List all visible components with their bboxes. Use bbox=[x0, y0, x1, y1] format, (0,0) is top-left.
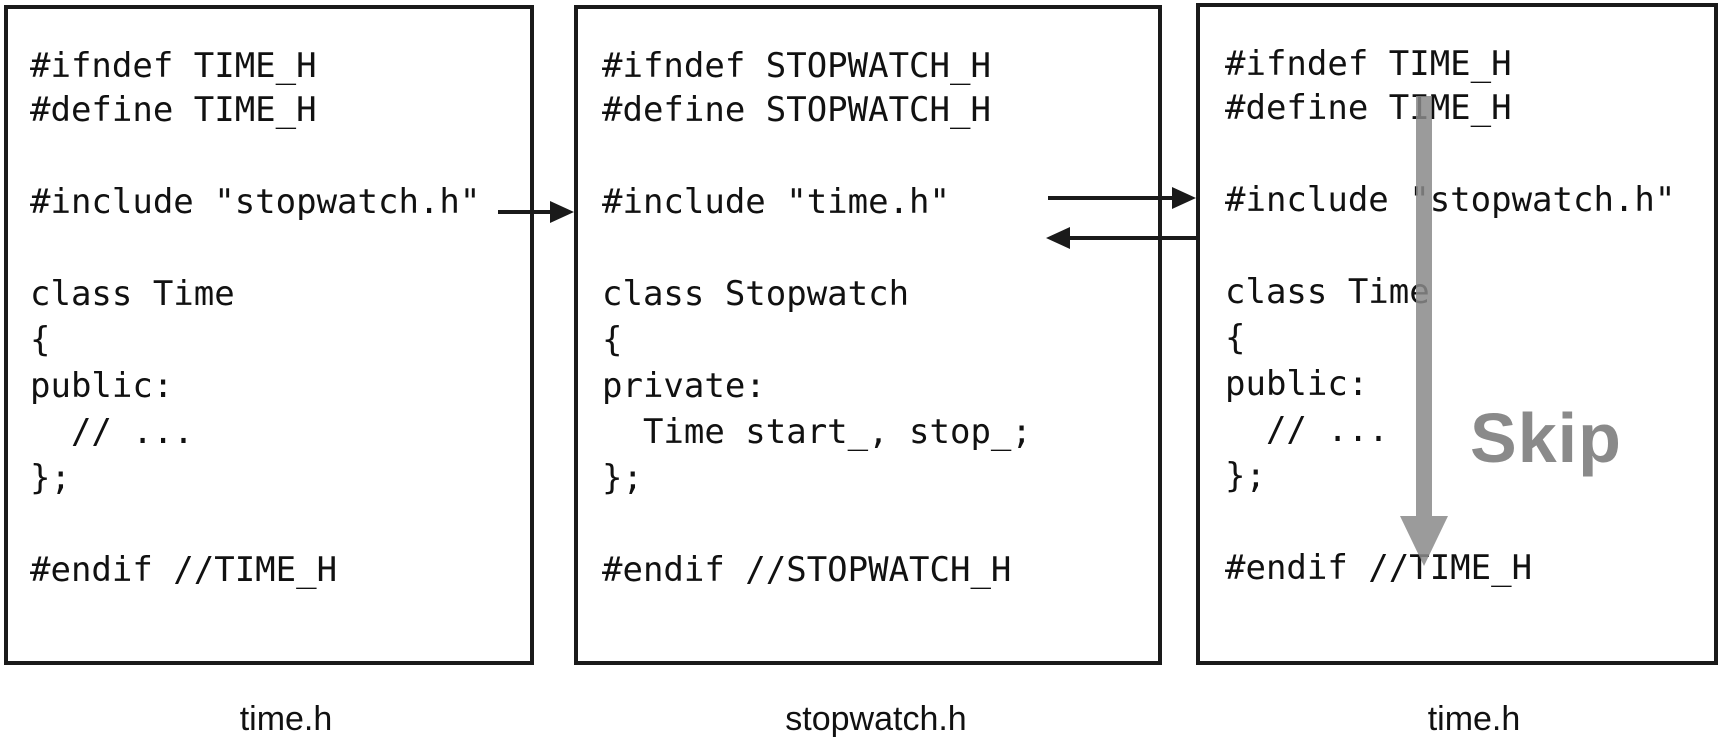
code-line: #ifndef TIME_H bbox=[30, 46, 317, 86]
code-line: class Stopwatch bbox=[602, 274, 910, 314]
code-line: class Time bbox=[1225, 272, 1430, 312]
code-line: #include "stopwatch.h" bbox=[1225, 180, 1676, 220]
code-line: // ... bbox=[1225, 410, 1389, 450]
code-line: private: bbox=[602, 366, 766, 406]
code-line: #endif //STOPWATCH_H bbox=[602, 550, 1012, 590]
caption-time-h-2: time.h bbox=[1427, 700, 1521, 738]
caption-time-h-1: time.h bbox=[239, 700, 333, 738]
code-line: }; bbox=[30, 458, 71, 498]
code-line: { bbox=[30, 320, 51, 360]
code-panel-stopwatch-h bbox=[574, 5, 1162, 665]
skip-label: Skip bbox=[1470, 399, 1622, 477]
code-line: #include "time.h" bbox=[602, 182, 950, 222]
code-panel-time-h-1 bbox=[4, 5, 534, 665]
code-line: public: bbox=[1225, 364, 1369, 404]
code-line: #endif //TIME_H bbox=[1225, 548, 1533, 588]
code-line: #define STOPWATCH_H bbox=[602, 90, 991, 130]
caption-stopwatch-h: stopwatch.h bbox=[785, 700, 967, 738]
code-line: public: bbox=[30, 366, 174, 406]
code-line: #define TIME_H bbox=[30, 90, 317, 130]
code-line: Time start_, stop_; bbox=[602, 412, 1032, 452]
code-line: #ifndef TIME_H bbox=[1225, 44, 1512, 84]
code-line: #ifndef STOPWATCH_H bbox=[602, 46, 991, 86]
code-line: class Time bbox=[30, 274, 235, 314]
code-line: { bbox=[1225, 318, 1246, 358]
code-line: #define TIME_H bbox=[1225, 88, 1512, 128]
code-line: #include "stopwatch.h" bbox=[30, 182, 481, 222]
code-line: }; bbox=[602, 458, 643, 498]
code-line: }; bbox=[1225, 456, 1266, 496]
code-panel-time-h-2 bbox=[1196, 3, 1718, 665]
code-line: // ... bbox=[30, 412, 194, 452]
code-line: { bbox=[602, 320, 623, 360]
code-line: #endif //TIME_H bbox=[30, 550, 338, 590]
